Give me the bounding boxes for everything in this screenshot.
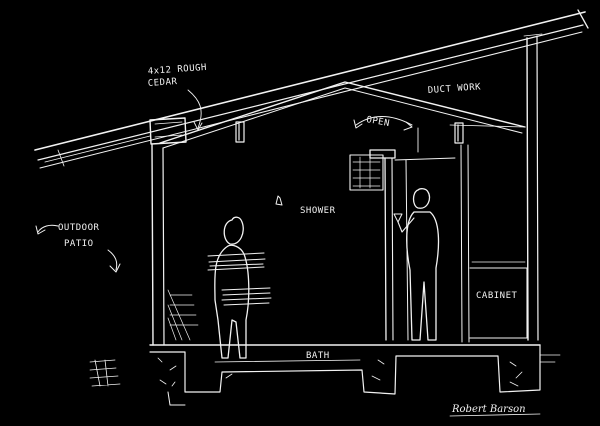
- outdoor-label-line1: OUTDOOR: [58, 223, 100, 233]
- woman-figure: [207, 216, 272, 359]
- open-label: OPEN: [365, 115, 390, 129]
- shower-label: SHOWER: [300, 206, 336, 216]
- bath-label: BATH: [306, 351, 330, 361]
- outdoor-patio-leader: [35, 224, 121, 273]
- signature-underline: [449, 413, 541, 417]
- foundation: [89, 344, 561, 406]
- artist-signature: Robert Barson: [451, 404, 526, 415]
- man-figure: [393, 188, 440, 341]
- left-wall: [151, 144, 199, 346]
- duct-work-label: DUCT WORK: [428, 82, 482, 96]
- right-wall: [460, 33, 543, 343]
- outdoor-label-line2: PATIO: [64, 239, 94, 249]
- roof-structure: [34, 9, 589, 169]
- rough-cedar-label-line2: CEDAR: [148, 77, 178, 89]
- shower-partition: [275, 116, 456, 341]
- rough-cedar-label-line1: 4x12 ROUGH: [148, 63, 208, 77]
- cabinet-label: CABINET: [476, 291, 518, 301]
